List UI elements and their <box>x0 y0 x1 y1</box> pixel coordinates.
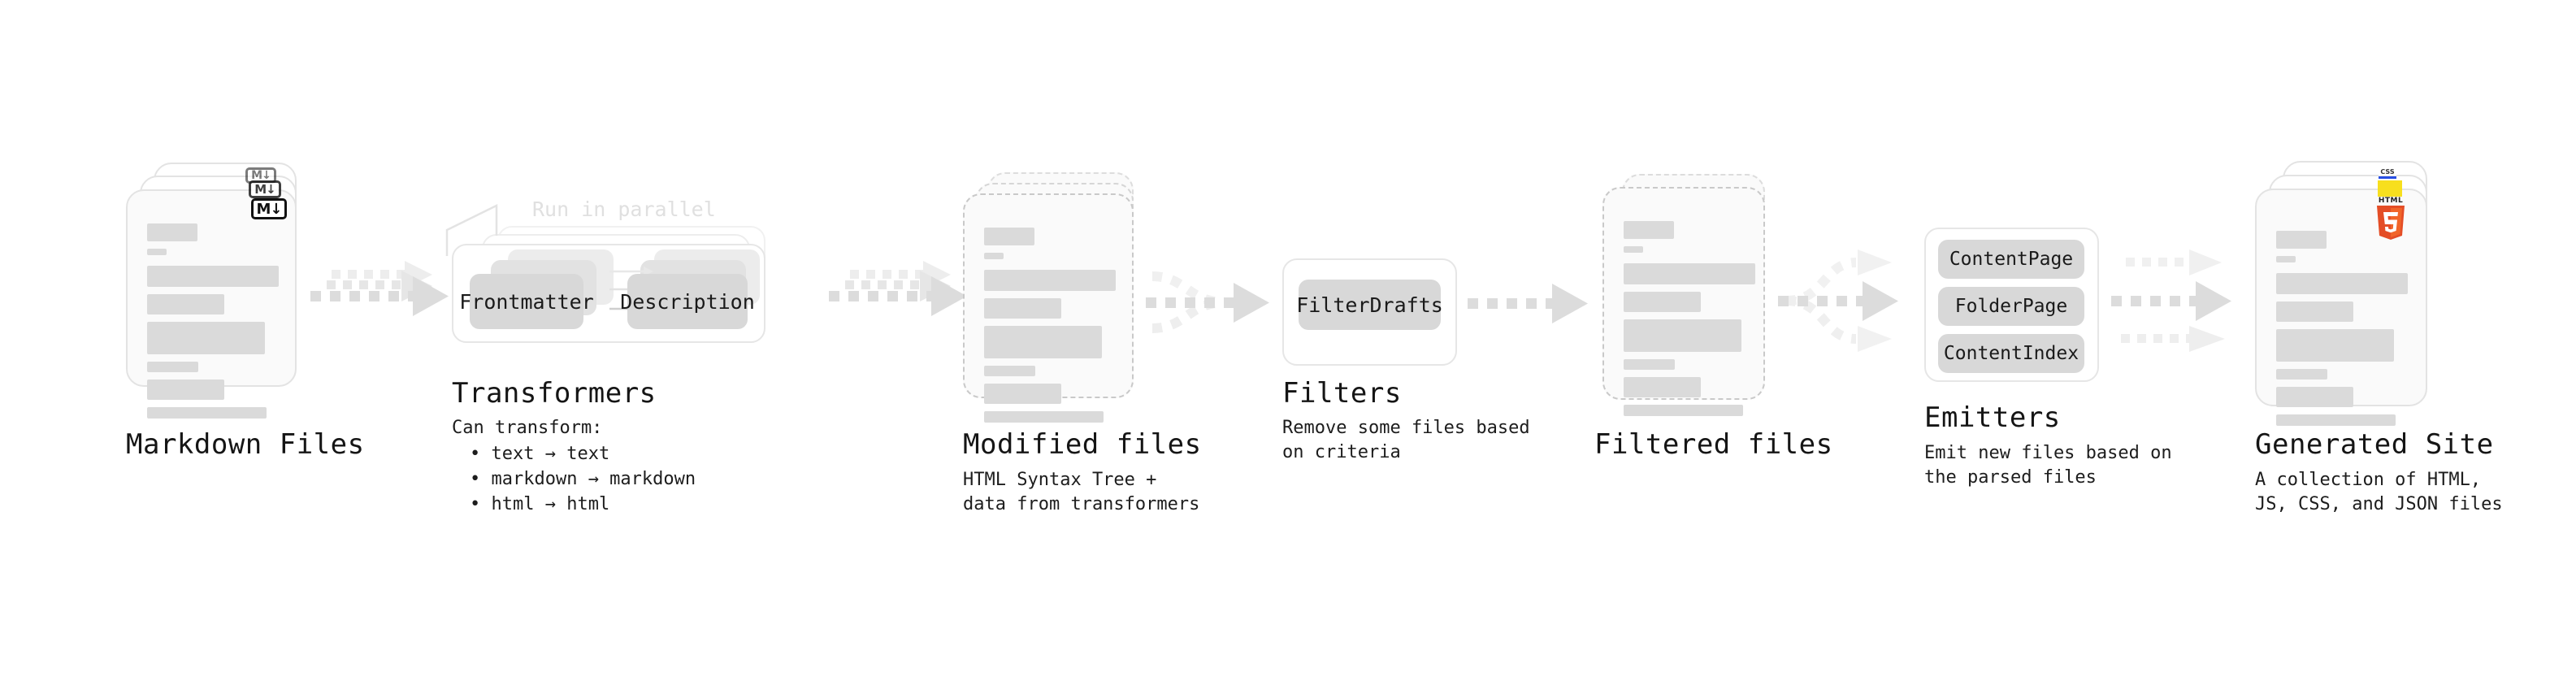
modified-card-front <box>963 193 1134 423</box>
html5-icon: HTML <box>2377 197 2405 240</box>
stage-title-emitters: Emitters <box>1924 401 2061 434</box>
transformers-bullet-item: • markdown → markdown <box>470 469 696 489</box>
transformers-caption-lead: Can transform: <box>452 418 603 438</box>
markdown-card-front <box>126 189 297 419</box>
emitter-pill-label: FolderPage <box>1954 296 2068 317</box>
transformer-pill-description[interactable]: Description <box>620 274 755 329</box>
run-in-parallel-label: Run in parallel <box>532 197 716 221</box>
flow-markdown-to-transformers <box>310 261 449 316</box>
flow-filtered-to-emitters <box>1778 249 1898 352</box>
filter-pill-label: FilterDrafts <box>1296 293 1443 317</box>
filter-pill-filterdrafts[interactable]: FilterDrafts <box>1296 280 1443 330</box>
transformers-bullet-item: • text → text <box>470 444 610 464</box>
transformer-pill-frontmatter[interactable]: Frontmatter <box>459 274 594 329</box>
css-icon: CSS <box>2379 167 2396 179</box>
generated-site-caption: A collection of HTML, JS, CSS, and JSON … <box>2255 470 2503 514</box>
run-in-parallel-bracket <box>445 203 498 256</box>
stage-title-generated-site: Generated Site <box>2255 428 2494 461</box>
filtered-card-front <box>1602 187 1765 416</box>
modified-skeleton <box>984 228 1116 430</box>
modified-files-caption: HTML Syntax Tree + data from transformer… <box>963 470 1200 514</box>
flow-transformers-to-modified <box>829 261 967 316</box>
markdown-icon: M↓ <box>249 180 281 198</box>
emitter-pill-contentindex[interactable]: ContentIndex <box>1938 334 2084 373</box>
emitter-pill-contentpage[interactable]: ContentPage <box>1938 240 2084 279</box>
transformer-pill-label: Frontmatter <box>459 289 594 314</box>
stage-title-transformers: Transformers <box>452 377 657 410</box>
transformers-bullets: • text → text • markdown → markdown • ht… <box>470 441 696 517</box>
stage-title-filters: Filters <box>1282 377 1402 410</box>
transformer-pill-label: Description <box>620 289 755 314</box>
flow-filters-to-filtered <box>1468 284 1588 323</box>
svg-text:HTML: HTML <box>2379 197 2403 205</box>
svg-text:CSS: CSS <box>2380 168 2394 176</box>
js-icon <box>2378 180 2402 197</box>
stage-title-filtered-files: Filtered files <box>1594 428 1833 461</box>
emitter-pill-label: ContentIndex <box>1943 343 2079 364</box>
filters-caption: Remove some files based on criteria <box>1282 418 1530 462</box>
markdown-skeleton <box>147 223 279 426</box>
emitter-pill-folderpage[interactable]: FolderPage <box>1938 287 2084 326</box>
generated-site-skeleton <box>2276 231 2408 433</box>
transformers-bullet-item: • html → html <box>470 494 610 514</box>
flow-modified-to-filters <box>1146 271 1269 333</box>
markdown-icon: M↓ <box>251 198 287 219</box>
flow-emitters-to-site <box>2111 249 2231 352</box>
filtered-skeleton <box>1624 221 1755 423</box>
stage-title-modified-files: Modified files <box>963 428 1202 461</box>
emitters-caption: Emit new files based on the parsed files <box>1924 443 2172 488</box>
stage-title-markdown-files: Markdown Files <box>126 428 365 461</box>
emitter-pill-label: ContentPage <box>1949 249 2074 270</box>
